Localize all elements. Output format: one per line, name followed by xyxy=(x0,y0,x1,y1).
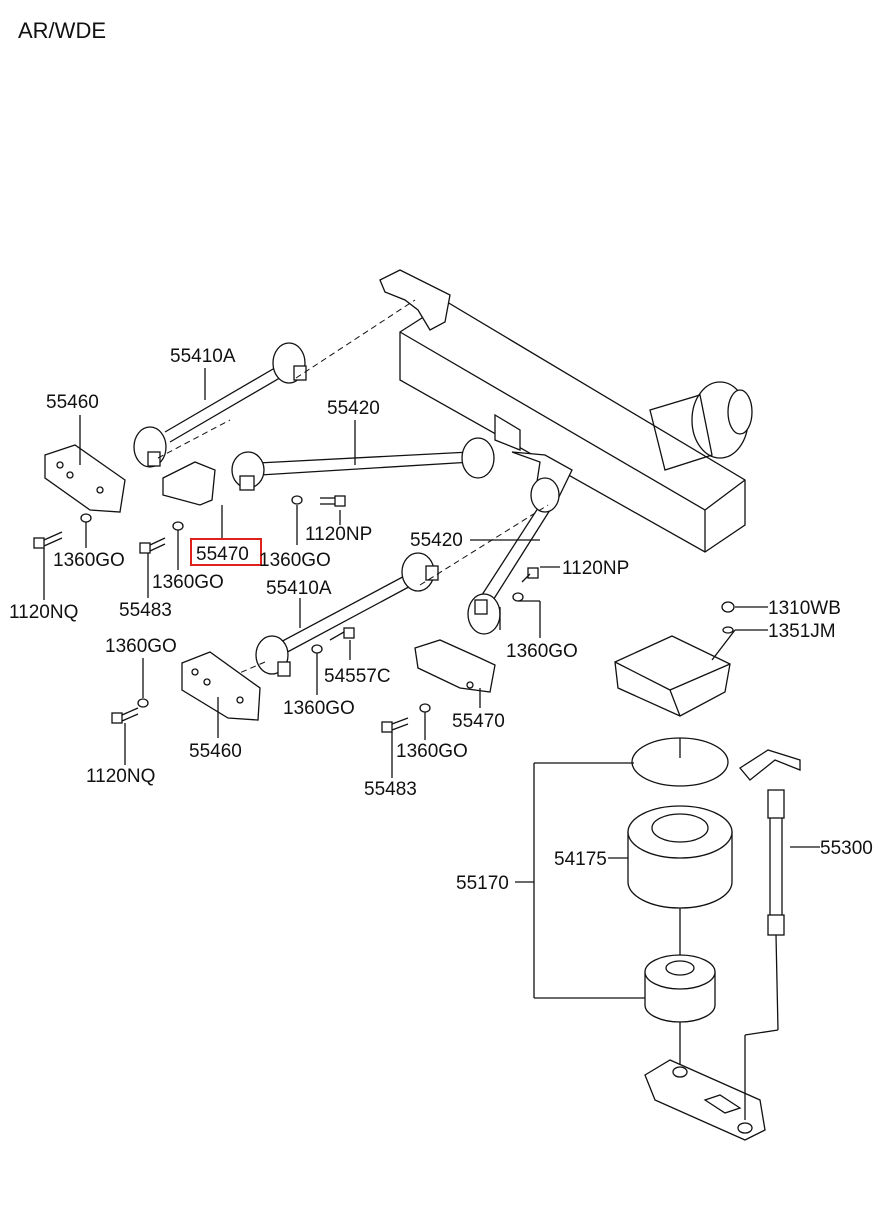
label-54175: 54175 xyxy=(554,849,607,870)
label-55420-mid: 55420 xyxy=(410,530,463,551)
air-spring-assembly xyxy=(627,737,766,1141)
middle-rod-55420-top xyxy=(162,413,573,506)
label-55410a-top: 55410A xyxy=(170,346,236,367)
label-54557c: 54557C xyxy=(324,666,391,687)
label-55420-top: 55420 xyxy=(327,398,380,419)
label-1120nq-b: 1120NQ xyxy=(86,766,155,787)
label-1120nq-a: 1120NQ xyxy=(9,602,78,623)
shock-absorber xyxy=(739,749,801,1120)
part-labels: 55410A 55460 55420 1120NP 1360GO 55470 1… xyxy=(9,346,873,894)
label-1120np-top: 1120NP xyxy=(305,524,372,545)
highlight-box xyxy=(190,538,262,566)
diagonal-rod-55420 xyxy=(467,477,560,635)
bracket-plate-55460-top xyxy=(44,444,126,513)
diagram-title: AR/WDE xyxy=(18,18,106,43)
label-1120np-mid: 1120NP xyxy=(562,558,629,579)
label-1360go-e: 1360GO xyxy=(283,698,355,719)
upper-rod-55410a xyxy=(133,269,451,468)
label-55300: 55300 xyxy=(820,838,873,859)
leader-lines xyxy=(43,368,820,999)
label-55410a-mid: 55410A xyxy=(266,578,332,599)
label-1360go-a: 1360GO xyxy=(53,550,125,571)
label-1310wb: 1310WB xyxy=(768,598,841,619)
spring-seat-bracket xyxy=(614,601,735,717)
label-55483-b: 55483 xyxy=(364,779,417,800)
bracket-55470-bottom xyxy=(414,639,496,693)
bracket-plate-55460-bottom xyxy=(181,651,261,721)
label-1360go-f: 1360GO xyxy=(506,641,578,662)
label-55470-bottom: 55470 xyxy=(452,711,505,732)
label-55170: 55170 xyxy=(456,873,509,894)
label-1360go-g: 1360GO xyxy=(396,741,468,762)
label-1351jm: 1351JM xyxy=(768,621,836,642)
axle-housing xyxy=(399,301,753,553)
label-1360go-b: 1360GO xyxy=(259,550,331,571)
label-55483-a: 55483 xyxy=(119,600,172,621)
label-1360go-c: 1360GO xyxy=(152,572,224,593)
label-1360go-d: 1360GO xyxy=(105,636,177,657)
label-55470-highlighted: 55470 xyxy=(196,544,249,565)
label-55460-bottom: 55460 xyxy=(189,741,242,762)
lower-rod-55410a xyxy=(199,504,549,691)
fasteners xyxy=(33,495,539,733)
label-55460-top: 55460 xyxy=(46,392,99,413)
